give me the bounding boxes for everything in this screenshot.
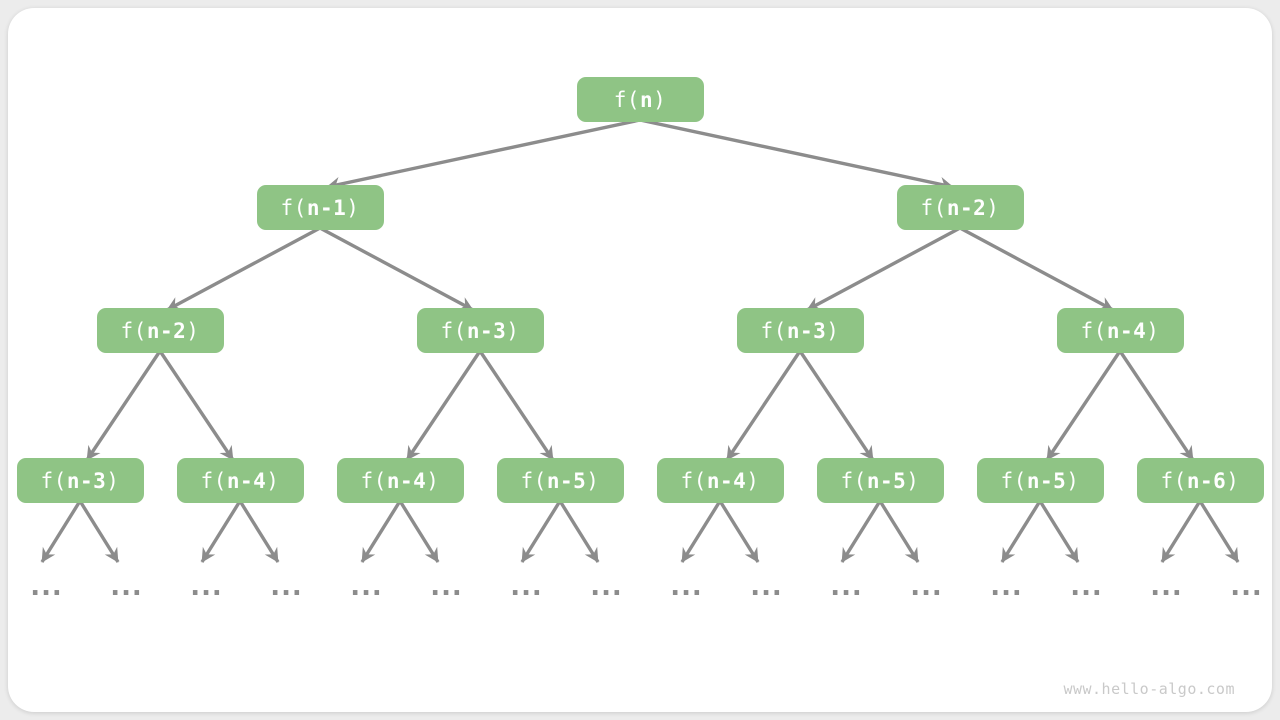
node-label-core: n-3	[66, 468, 107, 493]
node-label-prefix: f(	[360, 468, 387, 493]
node-label-core: n-4	[386, 468, 427, 493]
tree-node: f(n-3)	[736, 308, 864, 353]
node-label-prefix: f(	[1000, 468, 1027, 493]
ellipsis: ...	[826, 569, 866, 602]
ellipsis: ...	[346, 569, 386, 602]
node-label-core: n-3	[466, 318, 507, 343]
node-label-suffix: )	[1146, 318, 1160, 343]
ellipsis: ...	[506, 569, 546, 602]
tree-node: f(n)	[576, 77, 704, 122]
node-label-suffix: )	[906, 468, 920, 493]
node-label-suffix: )	[1066, 468, 1080, 493]
tree-node: f(n-4)	[1056, 308, 1184, 353]
ellipsis: ...	[906, 569, 946, 602]
node-label-prefix: f(	[1160, 468, 1187, 493]
node-label-core: n-5	[866, 468, 907, 493]
node-label-core: n-3	[786, 318, 827, 343]
node-label-suffix: )	[506, 318, 520, 343]
ellipsis: ...	[1146, 569, 1186, 602]
node-label-suffix: )	[586, 468, 600, 493]
node-label-prefix: f(	[200, 468, 227, 493]
ellipsis: ...	[106, 569, 146, 602]
node-label-suffix: )	[1226, 468, 1240, 493]
node-label-core: n-5	[1026, 468, 1067, 493]
node-label-prefix: f(	[760, 318, 787, 343]
tree-node: f(n-2)	[96, 308, 224, 353]
node-label-prefix: f(	[920, 195, 947, 220]
tree-node: f(n-4)	[336, 458, 464, 503]
node-label-suffix: )	[426, 468, 440, 493]
node-label-suffix: )	[986, 195, 1000, 220]
node-label-suffix: )	[106, 468, 120, 493]
tree-node: f(n-5)	[976, 458, 1104, 503]
node-label-core: n-4	[226, 468, 267, 493]
node-label-core: n-2	[146, 318, 187, 343]
ellipsis: ...	[1066, 569, 1106, 602]
ellipsis: ...	[266, 569, 306, 602]
node-label-core: n-6	[1186, 468, 1227, 493]
watermark: www.hello-algo.com	[1063, 680, 1235, 698]
node-label-prefix: f(	[440, 318, 467, 343]
tree-node: f(n-5)	[816, 458, 944, 503]
tree-node: f(n-4)	[656, 458, 784, 503]
ellipsis: ...	[426, 569, 466, 602]
ellipsis: ...	[666, 569, 706, 602]
tree-node: f(n-5)	[496, 458, 624, 503]
tree-node: f(n-3)	[16, 458, 144, 503]
node-label-suffix: )	[346, 195, 360, 220]
tree-node: f(n-2)	[896, 185, 1024, 230]
node-label-core: n-4	[706, 468, 747, 493]
node-label-core: n-2	[946, 195, 987, 220]
ellipsis: ...	[586, 569, 626, 602]
node-label-suffix: )	[653, 87, 667, 112]
ellipsis: ...	[26, 569, 66, 602]
tree-node: f(n-6)	[1136, 458, 1264, 503]
node-label-prefix: f(	[280, 195, 307, 220]
node-label-prefix: f(	[40, 468, 67, 493]
node-label-prefix: f(	[613, 87, 640, 112]
node-label-suffix: )	[266, 468, 280, 493]
ellipsis: ...	[746, 569, 786, 602]
node-label-prefix: f(	[120, 318, 147, 343]
node-label-core: n-1	[306, 195, 347, 220]
tree-node: f(n-3)	[416, 308, 544, 353]
node-label-prefix: f(	[840, 468, 867, 493]
node-label-suffix: )	[186, 318, 200, 343]
node-label-core: n	[639, 87, 654, 112]
node-label-prefix: f(	[520, 468, 547, 493]
tree-node: f(n-1)	[256, 185, 384, 230]
node-label-suffix: )	[746, 468, 760, 493]
node-label-prefix: f(	[680, 468, 707, 493]
tree-node: f(n-4)	[176, 458, 304, 503]
ellipsis: ...	[986, 569, 1026, 602]
node-label-prefix: f(	[1080, 318, 1107, 343]
node-label-core: n-4	[1106, 318, 1147, 343]
node-label-suffix: )	[826, 318, 840, 343]
ellipsis: ...	[1226, 569, 1266, 602]
node-label-core: n-5	[546, 468, 587, 493]
ellipsis: ...	[186, 569, 226, 602]
